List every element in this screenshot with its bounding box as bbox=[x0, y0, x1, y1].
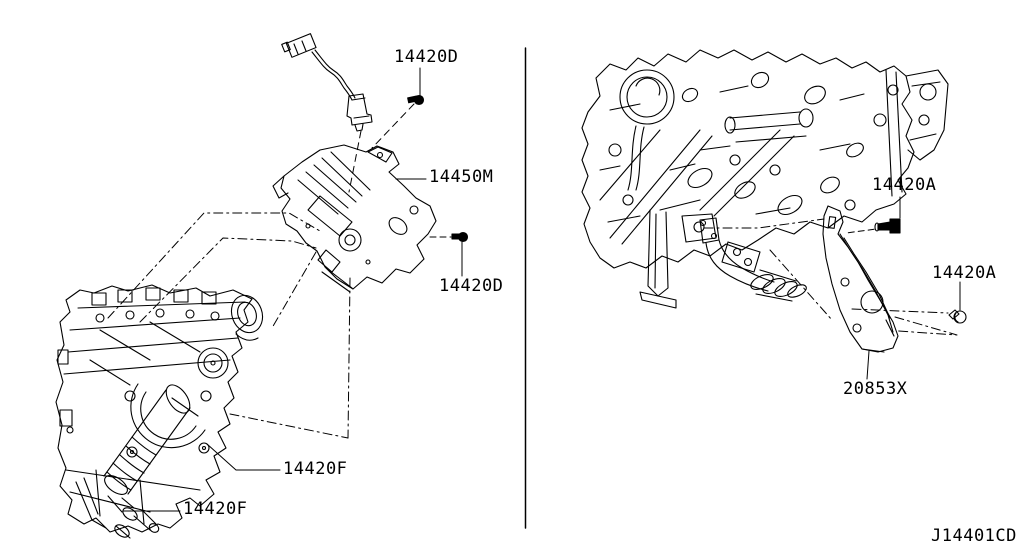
exhaust-pipe-art bbox=[699, 217, 807, 302]
heat-shield-20853x-art bbox=[822, 205, 899, 353]
heat-shield-14450m-art bbox=[272, 144, 437, 293]
part-callout-14420a-lower[interactable]: 14420A bbox=[932, 263, 997, 283]
oxygen-sensor-icon bbox=[281, 33, 373, 132]
part-callout-14420a-upper[interactable]: 14420A bbox=[872, 175, 937, 195]
left-engine-block-art bbox=[55, 284, 264, 533]
projection-lines bbox=[107, 103, 958, 439]
part-callout-14420f-lower[interactable]: 14420F bbox=[183, 499, 248, 519]
right-engine-block-art bbox=[581, 49, 949, 309]
bolt-icon bbox=[874, 218, 901, 234]
part-callout-14420f-upper[interactable]: 14420F bbox=[283, 459, 348, 479]
bolt-icon bbox=[451, 231, 469, 243]
part-callout-20853x[interactable]: 20853X bbox=[843, 379, 908, 399]
bolt-icon bbox=[407, 94, 425, 106]
part-callout-14420d-top[interactable]: 14420D bbox=[394, 47, 459, 67]
catalytic-converter-art bbox=[103, 384, 199, 539]
diagram-code: J14401CD bbox=[931, 526, 1017, 546]
leader-lines bbox=[122, 67, 961, 512]
part-callout-14450m[interactable]: 14450M bbox=[429, 167, 494, 187]
bolt-icon bbox=[948, 309, 967, 324]
part-callout-14420d-lower[interactable]: 14420D bbox=[439, 276, 504, 296]
